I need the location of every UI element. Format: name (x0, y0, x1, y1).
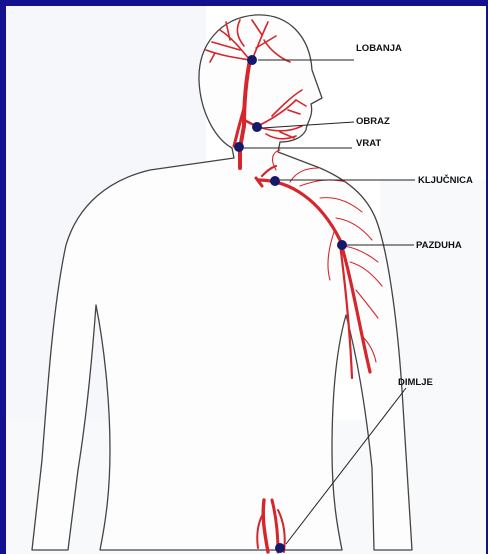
marker-kljucnica (270, 176, 280, 186)
marker-pazduha (337, 240, 347, 250)
marker-obraz (252, 122, 262, 132)
label-vrat: VRAT (356, 138, 381, 149)
marker-lobanja (247, 55, 257, 65)
label-obraz: OBRAZ (356, 116, 390, 127)
diagram-panel: LOBANJA OBRAZ VRAT KLJUČNICA PAZDUHA DIM… (6, 6, 486, 554)
marker-vrat (234, 142, 244, 152)
label-dimlje: DIMLJE (398, 377, 433, 388)
label-kljucnica: KLJUČNICA (418, 174, 473, 186)
label-lobanja: LOBANJA (356, 43, 402, 54)
label-pazduha: PAZDUHA (416, 240, 462, 251)
marker-dimlje (275, 543, 285, 553)
pulse-points-diagram: LOBANJA OBRAZ VRAT KLJUČNICA PAZDUHA DIM… (6, 6, 486, 554)
